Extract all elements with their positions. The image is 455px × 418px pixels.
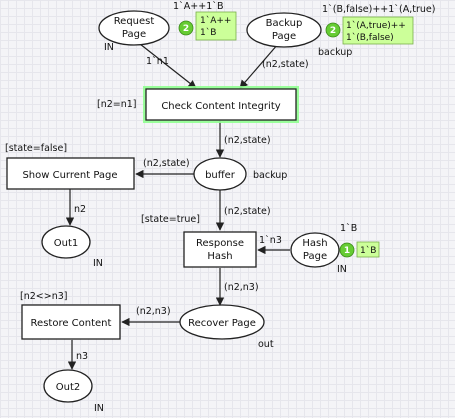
guard-response-hash: [state=true] xyxy=(141,214,200,225)
arc-inscription-response-recover: (n2,n3) xyxy=(224,282,259,293)
init-marking-request: 1`A++1`B xyxy=(173,1,224,12)
place-type-request: IN xyxy=(104,42,114,53)
arc-inscription-buffer-response: (n2,state) xyxy=(224,206,271,217)
arc-inscription-recover-restore: (n2,n3) xyxy=(136,306,171,317)
place-label-line1: Backup xyxy=(266,18,303,29)
place-label: buffer xyxy=(205,170,236,181)
transition-label: Restore Content xyxy=(31,318,112,329)
guard-check-integrity: [n2=n1] xyxy=(97,99,137,110)
place-label-line1: Request xyxy=(114,16,155,27)
init-marking-hash: 1`B xyxy=(340,223,357,234)
place-request-page[interactable]: Request Page xyxy=(98,10,170,46)
arc-inscription-buffer-show: (n2,state) xyxy=(143,158,190,169)
svg-text:1`(A,true)++: 1`(A,true)++ xyxy=(346,20,406,31)
transition-response-hash[interactable]: Response Hash xyxy=(183,231,257,268)
place-type-hash: IN xyxy=(337,264,347,275)
place-label-line2: Page xyxy=(122,29,146,40)
place-label-line2: Page xyxy=(303,251,327,262)
transition-label: Show Current Page xyxy=(22,170,117,181)
place-type-backup: backup xyxy=(318,47,352,58)
marking-box-hash: 1`B xyxy=(356,241,380,258)
place-out2[interactable]: Out2 xyxy=(43,369,93,403)
token-count-request[interactable]: 2 xyxy=(178,20,194,36)
init-marking-backup: 1`(B,false)++1`(A,true) xyxy=(322,4,436,15)
arcs xyxy=(65,43,290,370)
marking-box-request: 1`A++ 1`B xyxy=(195,11,237,41)
place-type-out2: IN xyxy=(94,403,104,414)
arc-inscription-backup: (n2,state) xyxy=(262,59,309,70)
token-count-backup[interactable]: 2 xyxy=(325,22,341,38)
place-type-recover: out xyxy=(258,339,274,350)
place-type-buffer: backup xyxy=(253,170,287,181)
arc-backup-to-check[interactable] xyxy=(239,43,279,89)
transition-show-current-page[interactable]: Show Current Page xyxy=(6,157,135,190)
place-buffer[interactable]: buffer xyxy=(193,157,247,191)
place-label-line2: Page xyxy=(272,31,296,42)
transition-restore-content[interactable]: Restore Content xyxy=(21,304,121,340)
arc-request-to-check[interactable] xyxy=(139,43,197,89)
svg-text:1: 1 xyxy=(344,246,350,256)
guard-restore-content: [n2<>n3] xyxy=(20,291,67,302)
place-hash-page[interactable]: Hash Page xyxy=(290,232,340,268)
place-label: Recover Page xyxy=(188,318,256,329)
place-label: Out1 xyxy=(54,238,79,249)
transition-label: Check Content Integrity xyxy=(161,101,280,112)
arc-inscription-check-buffer: (n2,state) xyxy=(224,135,271,146)
place-label-line1: Hash xyxy=(302,238,327,249)
place-type-out1: IN xyxy=(93,258,103,269)
arc-inscription-request: 1`n1 xyxy=(146,56,169,67)
token-count-hash[interactable]: 1 xyxy=(339,242,355,258)
svg-text:1`(B,false): 1`(B,false) xyxy=(346,32,394,43)
place-out1[interactable]: Out1 xyxy=(41,225,91,259)
transition-label-line1: Response xyxy=(196,238,244,249)
arc-inscription-show-out1: n2 xyxy=(74,204,86,215)
svg-text:1`B: 1`B xyxy=(200,27,216,38)
arc-inscription-hash-response: 1`n3 xyxy=(259,235,282,246)
marking-box-backup: 1`(A,true)++ 1`(B,false) xyxy=(342,16,414,45)
svg-text:1`A++: 1`A++ xyxy=(200,15,231,26)
svg-text:1`B: 1`B xyxy=(360,245,376,256)
svg-text:2: 2 xyxy=(330,26,336,36)
guard-show-current: [state=false] xyxy=(5,143,67,154)
transition-label-line2: Hash xyxy=(207,251,232,262)
arc-inscription-restore-out2: n3 xyxy=(76,351,88,362)
svg-text:2: 2 xyxy=(183,24,189,34)
transition-check-content-integrity[interactable]: Check Content Integrity xyxy=(143,86,299,123)
place-recover-page[interactable]: Recover Page xyxy=(179,304,265,340)
place-label: Out2 xyxy=(56,382,81,393)
place-backup-page[interactable]: Backup Page xyxy=(246,12,322,48)
